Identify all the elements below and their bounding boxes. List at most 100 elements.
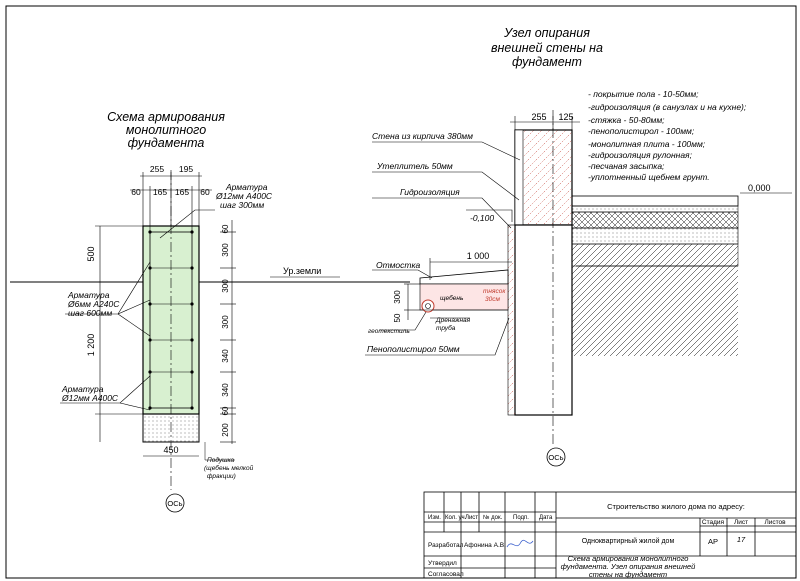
floor-foam [571, 211, 739, 229]
brick-wall [514, 129, 573, 226]
foundation-block [514, 224, 573, 416]
callout-waterproof: Гидроизоляция [400, 187, 460, 197]
dim-label: 300 [393, 290, 402, 304]
right-title-line: фундамент [512, 55, 582, 69]
dim-label: 340 [221, 383, 230, 397]
gravel-dims [404, 283, 420, 320]
left-title-line: Схема армирования [107, 110, 225, 124]
right-axis-label: ОСь [548, 453, 563, 462]
callout-line: Ø6мм А240С [67, 299, 120, 309]
left-right-dim-labels: 60 300 300 300 340 340 60 200 [221, 224, 230, 437]
tb-col-sign: Подп. [513, 515, 529, 521]
tb-title-line: Схема армирования монолитного [568, 554, 689, 563]
floor-layer-item: -монолитная плита - 100мм; [588, 139, 706, 149]
wall-insulation [514, 129, 524, 226]
drain-pipe [421, 299, 435, 313]
dim-label: 450 [163, 445, 178, 455]
tb-col-list: Лист [465, 515, 478, 521]
tb-sheet: 17 [737, 535, 746, 544]
level-minus: -0,100 [470, 213, 494, 223]
left-axis-marker [165, 493, 185, 513]
rebar-mid-callout: Арматура Ø6мм А240С шаг 600мм [67, 290, 120, 318]
right-title-line: Узел опирания [503, 26, 590, 40]
left-side-dim-labels: 500 1 200 450 [86, 246, 179, 455]
dim-label: 1 000 [467, 251, 490, 261]
dim-label: 200 [221, 423, 230, 437]
rebar-bot-callout: Арматура Ø12мм А400С [61, 384, 119, 403]
floor-layer-item: -пенополистирол - 100мм; [588, 126, 695, 136]
tb-drawing-title: Схема армирования монолитного фундамента… [561, 554, 697, 579]
cushion-callout: Подушка (щебень мелкой фракции) [204, 442, 254, 480]
callout-insulation: Утеплитель 50мм [376, 161, 453, 171]
tb-stage-head: Стадия [702, 519, 725, 526]
left-right-dims [220, 220, 236, 444]
dim-label: 300 [221, 279, 230, 293]
sheet-frame [5, 5, 797, 579]
right-leaders [365, 141, 792, 356]
right-top-dims [510, 116, 580, 130]
dim-label: 255 [150, 164, 164, 174]
tb-col-izm: Изм. [428, 515, 441, 521]
tb-title-line: стены на фундамент [589, 570, 667, 579]
dim-label: 255 [531, 112, 546, 122]
callout-line: Арматура [67, 290, 110, 300]
left-title-line: фундамента [128, 136, 205, 150]
floor-layer-item: - покрытие пола - 10-50мм; [588, 89, 699, 99]
tb-sheet-head: Лист [734, 519, 748, 526]
dim-label: 60 [221, 224, 230, 233]
tb-sheets-head: Листов [764, 519, 786, 526]
dim-label: 340 [221, 349, 230, 363]
left-side-dims [95, 225, 199, 457]
rebar-top-callout: Арматура Ø12мм А400С шаг 300мм [215, 182, 273, 210]
tb-roles: Разработал Афонина А.В. Утвердил Согласо… [428, 541, 506, 578]
floor-layer-item: -уплотненный щебнем грунт. [588, 172, 710, 182]
dim-label: 1 200 [86, 334, 96, 357]
rebar-leaders [60, 209, 215, 411]
blind-area [419, 269, 509, 285]
dim-label: 500 [86, 246, 96, 261]
callout-line: фракции) [207, 473, 236, 480]
tb-author: Афонина А.В. [464, 542, 506, 549]
callout-line: шаг 600мм [68, 308, 112, 318]
callout-line: Ø12мм А400С [215, 191, 273, 201]
floor-screed [571, 205, 739, 213]
floor-layer-item: -песчаная засыпка; [588, 161, 665, 171]
dim-label: 125 [558, 112, 573, 122]
dim-label: 195 [179, 164, 193, 174]
right-callout-labels: Стена из кирпича 380мм Утеплитель 50мм Г… [367, 131, 494, 354]
ground-level-label: Ур.земли [283, 266, 321, 276]
callout-line: (щебень мелкой [204, 464, 254, 472]
callout-blind-area: Отмостка [376, 260, 420, 270]
tb-title-line: фундамента. Узел опирания внешней [561, 562, 697, 571]
foundation-foam [507, 224, 516, 416]
callout-line: Ø12мм А400С [61, 393, 119, 403]
drainage-labels: щебень тнясок 30см геотекстиль Дренажная… [368, 288, 506, 335]
tb-signature [506, 539, 534, 548]
left-title: Схема армирования монолитного фундамента [107, 110, 225, 150]
dim-label: 50 [393, 313, 402, 322]
callout-geotextile: геотекстиль [368, 328, 410, 335]
callout-line: Арматура [61, 384, 104, 394]
floor-layer-item: -гидроизоляция (в санузлах и на кухне); [588, 102, 747, 112]
blind-area-dim [429, 258, 512, 280]
right-title: Узел опирания внешней стены на фундамент [491, 26, 603, 69]
tb-object: Одноквартирный жилой дом [582, 537, 675, 545]
floor-layers-list: - покрытие пола - 10-50мм; -гидроизоляци… [588, 89, 747, 182]
tb-approved: Утвердил [428, 560, 457, 567]
dim-label: 60 [131, 187, 141, 197]
tb-stage: АР [708, 537, 718, 546]
callout-line: Арматура [225, 182, 268, 192]
callout-brick-wall: Стена из кирпича 380мм [372, 131, 473, 141]
tb-col-date: Дата [539, 515, 553, 521]
tb-address: Строительство жилого дома по адресу: [607, 502, 745, 511]
tb-col-kol: Кол. уч. [445, 515, 467, 521]
floor-finish [571, 195, 739, 207]
tb-col-doc: № док. [483, 514, 503, 521]
title-block [423, 491, 797, 579]
left-title-line: монолитного [126, 123, 206, 137]
callout-drain-pipe: труба [436, 324, 456, 332]
callout-gravel: щебень [440, 294, 464, 302]
left-axis-label: ОСь [167, 499, 182, 508]
floor-slab [571, 227, 739, 245]
